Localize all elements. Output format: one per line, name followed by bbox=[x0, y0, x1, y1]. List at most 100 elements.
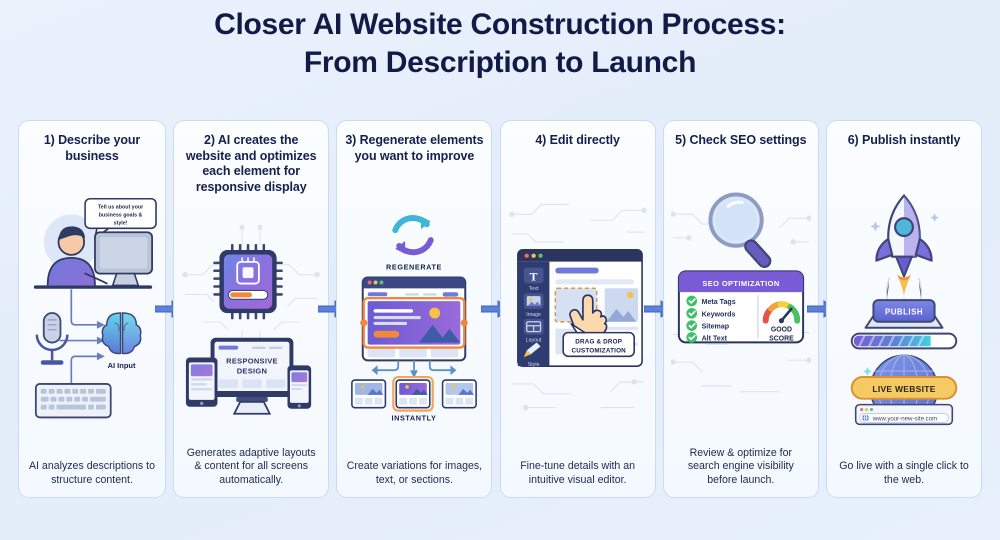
step-card-caption: Review & optimize for search engine visi… bbox=[687, 446, 794, 486]
rocket-icon bbox=[870, 193, 939, 309]
step-card-illustration: T Text Image bbox=[508, 153, 648, 460]
variation-thumbnail-icon[interactable] bbox=[442, 379, 478, 409]
tool-label-style: Style bbox=[527, 362, 539, 368]
site-url-label: www.your-new-site.com bbox=[872, 415, 938, 422]
score-line-2: SCORE bbox=[769, 335, 794, 342]
step-card-illustration: PUBLISH bbox=[834, 153, 974, 460]
step-card-regenerate-elements[interactable]: 3) Regenerate elements you want to impro… bbox=[336, 120, 493, 498]
browser-window-icon bbox=[360, 276, 469, 362]
step-card-caption: Fine-tune details with an intuitive visu… bbox=[520, 460, 636, 486]
connector-gap-2 bbox=[317, 120, 348, 498]
step-card-edit-directly[interactable]: 4) Edit directly bbox=[499, 120, 656, 498]
connector-gap-3 bbox=[481, 120, 511, 498]
branch-arrows bbox=[377, 360, 451, 372]
refresh-cycle-icon bbox=[392, 215, 435, 256]
regenerate-label: REGENERATE bbox=[386, 263, 442, 272]
responsive-label-2: DESIGN bbox=[237, 366, 267, 375]
microphone-icon bbox=[35, 312, 69, 365]
cpu-chip-icon bbox=[213, 243, 284, 320]
variation-thumbnail-icon-selected[interactable] bbox=[392, 376, 435, 412]
visual-editor-window: T Text Image bbox=[516, 248, 643, 368]
step-card-title: 5) Check SEO settings bbox=[675, 133, 807, 147]
page-title: Closer AI Website Construction Process: … bbox=[0, 6, 1000, 82]
branch-arrowheads bbox=[372, 365, 457, 379]
sparkles bbox=[870, 212, 939, 231]
connector-gap-4 bbox=[644, 120, 675, 498]
step-card-caption: AI analyzes descriptions to structure co… bbox=[28, 460, 155, 486]
editor-tool-list[interactable]: T Text Image bbox=[523, 267, 544, 368]
responsive-devices-icon: RESPONSIVE DESIGN bbox=[186, 337, 312, 415]
responsive-label-1: RESPONSIVE bbox=[226, 356, 278, 365]
step-card-title: 1) Describe your business bbox=[43, 133, 141, 163]
edit-directly-illustration: T Text Image bbox=[508, 203, 647, 410]
step-card-illustration: RESPONSIVE DESIGN bbox=[181, 199, 321, 447]
tool-label-image: Image bbox=[526, 311, 541, 317]
step-card-check-seo[interactable]: 5) Check SEO settings bbox=[662, 120, 819, 498]
brain-icon bbox=[101, 312, 142, 355]
desk-line bbox=[33, 285, 153, 289]
image-tool-icon[interactable] bbox=[523, 292, 544, 309]
seo-checklist: Meta Tags Keywords Sitemap Alt Text bbox=[686, 295, 736, 343]
circuit-pattern bbox=[182, 224, 320, 350]
step-card-ai-creates-website[interactable]: 2) AI creates the website and optimizes … bbox=[173, 120, 330, 498]
ai-input-label: AI Input bbox=[108, 361, 136, 370]
progress-bar-icon bbox=[850, 332, 958, 349]
speech-bubble-text-2: business goals & bbox=[99, 212, 143, 218]
describe-business-illustration: Tell us about your business goals & styl… bbox=[33, 197, 157, 419]
keyboard-icon bbox=[34, 383, 112, 419]
desktop-monitor-icon bbox=[94, 231, 153, 287]
circuit-pattern bbox=[508, 203, 647, 410]
regenerate-illustration: REGENERATE bbox=[351, 215, 478, 422]
gauge-icon bbox=[762, 300, 800, 324]
speech-bubble-text-1: Tell us about your bbox=[98, 205, 143, 211]
step-card-illustration: SEO OPTIMIZATION Meta Tags Keywords Site… bbox=[670, 153, 811, 447]
tool-label-text: Text bbox=[528, 286, 538, 292]
publish-button[interactable]: PUBLISH bbox=[864, 298, 944, 329]
connector-gap-1 bbox=[154, 120, 185, 498]
speech-bubble-icon: Tell us about your business goals & styl… bbox=[84, 197, 157, 239]
step-card-title: 6) Publish instantly bbox=[847, 133, 961, 147]
score-line-1: GOOD bbox=[771, 326, 792, 333]
magnifier-icon bbox=[708, 192, 772, 268]
step-card-illustration: REGENERATE bbox=[344, 168, 484, 460]
style-brush-icon[interactable] bbox=[523, 341, 541, 357]
variation-thumbnail-icon[interactable] bbox=[351, 379, 387, 409]
publish-button-label: PUBLISH bbox=[885, 307, 923, 316]
step-card-describe-business[interactable]: 1) Describe your business Tell us about … bbox=[18, 120, 166, 498]
seo-illustration: SEO OPTIMIZATION Meta Tags Keywords Site… bbox=[670, 192, 811, 392]
seo-panel-title: SEO OPTIMIZATION bbox=[702, 279, 779, 288]
step-card-caption: Generates adaptive layouts & content for… bbox=[186, 446, 316, 486]
step-card-title: 4) Edit directly bbox=[535, 133, 620, 147]
seo-panel: SEO OPTIMIZATION Meta Tags Keywords Site… bbox=[677, 270, 804, 344]
publish-illustration: PUBLISH bbox=[850, 193, 958, 425]
step-card-caption: Create variations for images, text, or s… bbox=[346, 460, 483, 486]
page-title-line-2: From Description to Launch bbox=[303, 46, 697, 79]
browser-url-icon: www.your-new-site.com bbox=[854, 403, 954, 425]
process-steps-strip: 1) Describe your business Tell us about … bbox=[18, 120, 983, 498]
step-card-publish-instantly[interactable]: 6) Publish instantly bbox=[826, 120, 983, 498]
drag-drop-tooltip: DRAG & DROP CUSTOMIZATION bbox=[562, 322, 635, 357]
live-website-label: LIVE WEBSITE bbox=[872, 383, 935, 393]
page-title-line-1: Closer AI Website Construction Process: bbox=[214, 8, 786, 41]
step-card-caption: Go live with a single click to the web. bbox=[839, 460, 969, 486]
tooltip-line-2: CUSTOMIZATION bbox=[571, 347, 626, 354]
step-card-title: 3) Regenerate elements you want to impro… bbox=[345, 133, 484, 163]
seo-item-3: Alt Text bbox=[701, 334, 727, 342]
live-website-badge: LIVE WEBSITE bbox=[850, 375, 958, 400]
seo-item-2: Sitemap bbox=[701, 322, 729, 330]
seo-item-0: Meta Tags bbox=[701, 298, 735, 306]
flow-arrows bbox=[59, 289, 97, 384]
instantly-label: INSTANTLY bbox=[392, 413, 437, 422]
speech-bubble-text-3: style! bbox=[114, 220, 128, 226]
ai-creates-website-illustration: RESPONSIVE DESIGN bbox=[182, 224, 320, 415]
person-at-desk-icon bbox=[46, 226, 108, 286]
seo-item-1: Keywords bbox=[701, 310, 735, 318]
flow-arrowheads bbox=[96, 320, 105, 361]
tool-label-layout: Layout bbox=[525, 337, 541, 343]
variation-thumbnails bbox=[351, 376, 478, 412]
layout-tool-icon[interactable] bbox=[523, 318, 544, 335]
text-tool-icon[interactable]: T bbox=[523, 267, 544, 283]
svg-text:T: T bbox=[529, 269, 537, 283]
step-card-title: 2) AI creates the website and optimizes … bbox=[185, 133, 317, 194]
